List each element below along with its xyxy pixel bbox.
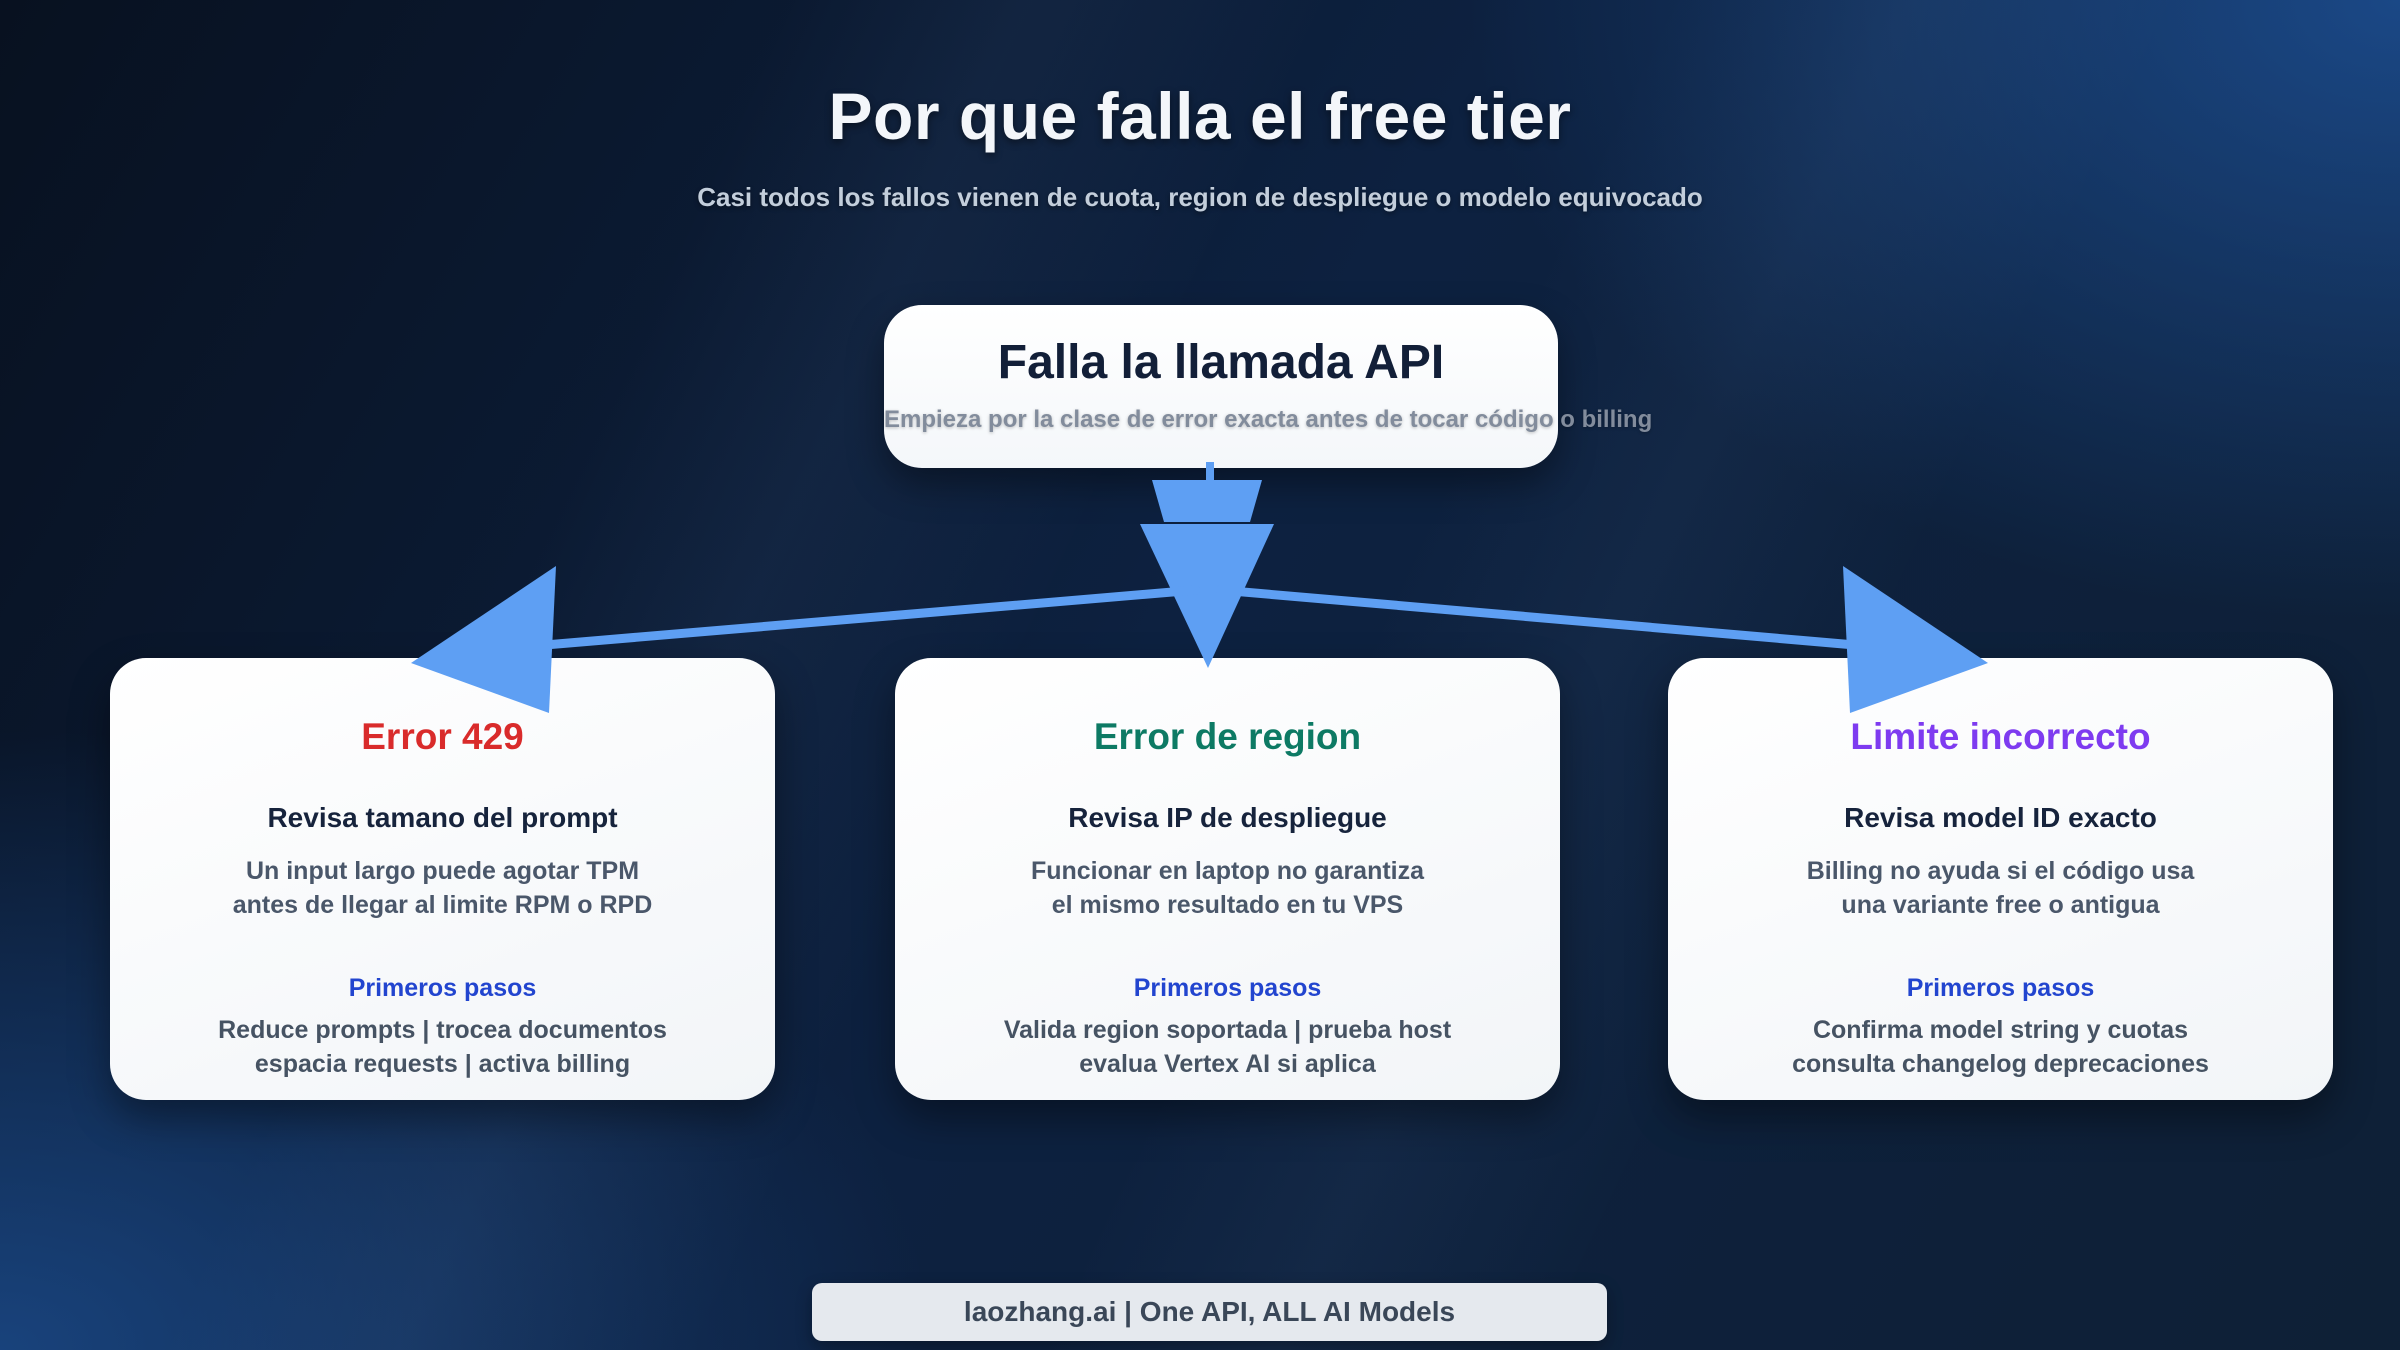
card-heading: Revisa model ID exacto <box>1844 802 2157 833</box>
card-heading: Revisa tamano del prompt <box>267 802 618 833</box>
card-steps-label: Primeros pasos <box>348 974 537 1002</box>
header: Por que falla el free tier Casi todos lo… <box>0 78 2400 213</box>
card-steps: Valida region soportada | prueba host ev… <box>923 1013 1532 1081</box>
down-arrow-shaft <box>1152 480 1262 522</box>
card-body-line: Un input largo puede agotar TPM <box>245 857 640 885</box>
card-steps-line: Reduce prompts | trocea documentos <box>218 1016 667 1044</box>
connector-left <box>540 585 1201 650</box>
card-steps-line: Confirma model string y cuotas <box>1812 1016 2189 1044</box>
card-title: Limite incorrecto <box>1850 716 2151 757</box>
root-node-falla-llamada-api: Falla la llamada API Empieza por la clas… <box>884 305 1653 468</box>
card-body-line: Billing no ayuda si el código usa <box>1806 857 2195 885</box>
card-steps-line: consulta changelog deprecaciones <box>1792 1050 2209 1078</box>
card-steps: Confirma model string y cuotas consulta … <box>1696 1013 2305 1081</box>
card-body-line: Funcionar en laptop no garantiza <box>1030 857 1425 885</box>
down-arrowhead-icon <box>1140 524 1274 668</box>
card-body-line: una variante free o antigua <box>1841 891 2160 919</box>
card-body-line: antes de llegar al limite RPM o RPD <box>232 891 653 919</box>
root-node-subtitle: Empieza por la clase de error exacta ant… <box>884 406 1653 433</box>
card-title: Error de region <box>1093 716 1362 757</box>
card-error-429: Error 429 Revisa tamano del prompt Un in… <box>110 658 775 1100</box>
card-steps-label: Primeros pasos <box>1133 974 1322 1002</box>
card-steps-line: espacia requests | activa billing <box>254 1050 631 1078</box>
card-limite-incorrecto: Limite incorrecto Revisa model ID exacto… <box>1668 658 2333 1100</box>
page-subtitle: Casi todos los fallos vienen de cuota, r… <box>697 182 1703 212</box>
footer-badge: laozhang.ai | One API, ALL AI Models <box>812 1283 1607 1341</box>
card-heading: Revisa IP de despliegue <box>1068 802 1387 833</box>
connector-right <box>1215 585 1860 650</box>
footer-label: laozhang.ai | One API, ALL AI Models <box>963 1296 1456 1327</box>
card-body: Un input largo puede agotar TPM antes de… <box>138 854 747 922</box>
root-node-title: Falla la llamada API <box>997 336 1445 389</box>
card-steps-line: evalua Vertex AI si aplica <box>1079 1050 1376 1078</box>
card-steps-line: Valida region soportada | prueba host <box>1003 1016 1452 1044</box>
card-body: Funcionar en laptop no garantiza el mism… <box>923 854 1532 922</box>
card-steps: Reduce prompts | trocea documentos espac… <box>138 1013 747 1081</box>
card-body-line: el mismo resultado en tu VPS <box>1051 891 1404 919</box>
card-steps-label: Primeros pasos <box>1906 974 2095 1002</box>
card-title: Error 429 <box>361 716 524 757</box>
card-body: Billing no ayuda si el código usa una va… <box>1696 854 2305 922</box>
card-error-de-region: Error de region Revisa IP de despliegue … <box>895 658 1560 1100</box>
page-title: Por que falla el free tier <box>828 79 1572 153</box>
